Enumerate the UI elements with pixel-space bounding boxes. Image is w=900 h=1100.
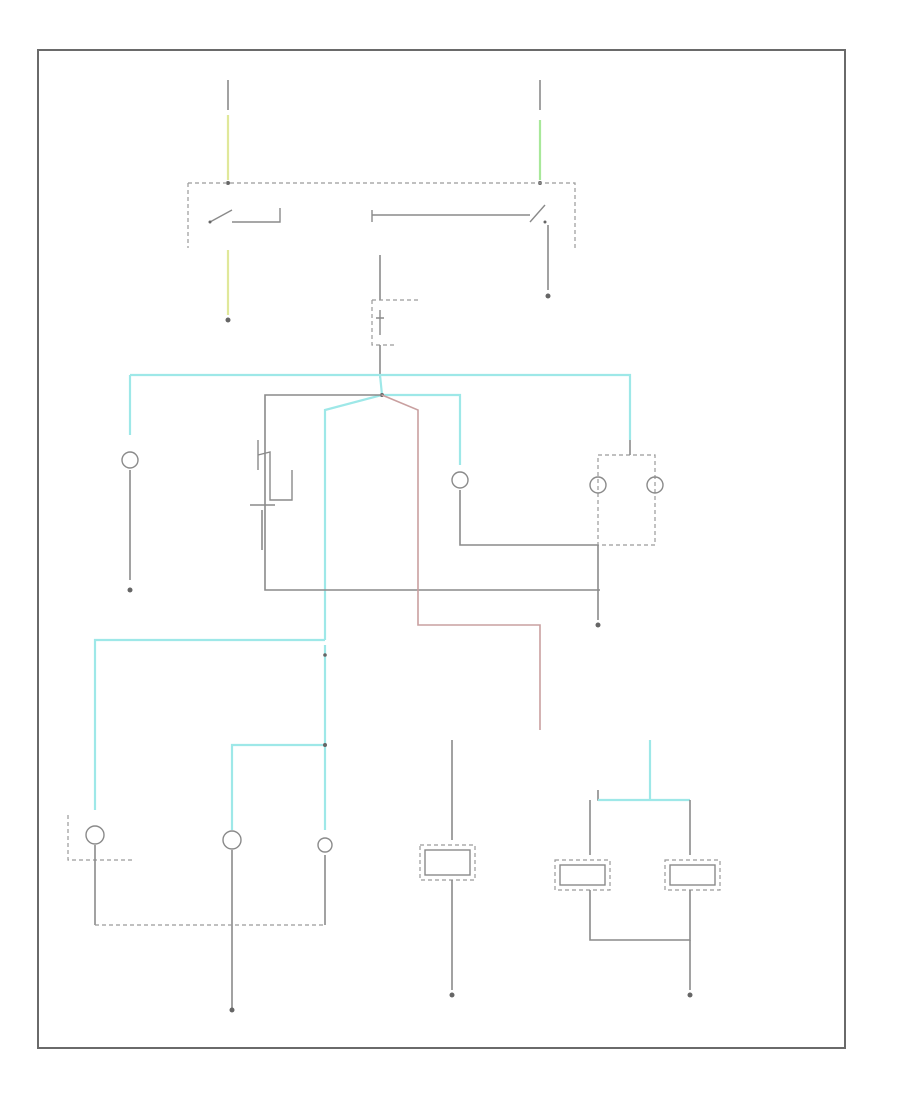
lamp-left (121, 451, 139, 593)
bottom-right-modules (554, 740, 721, 998)
bottom-center-module (419, 740, 476, 998)
bottom-left-lamps (67, 815, 333, 1013)
dimmer-module (371, 255, 420, 378)
switch-output-right (545, 225, 551, 299)
switch-output-left (225, 250, 231, 323)
branch-wires (264, 394, 600, 730)
headlight-switch-box (187, 182, 576, 248)
lamp-switch-center (250, 440, 293, 550)
diagram-frame (37, 49, 846, 1049)
dual-lamp-cluster (589, 440, 664, 628)
right-fuse-feed (538, 80, 542, 185)
illumination-bus (93, 373, 632, 830)
left-fuse-feed (226, 80, 230, 185)
lamp-center-right (451, 471, 598, 546)
